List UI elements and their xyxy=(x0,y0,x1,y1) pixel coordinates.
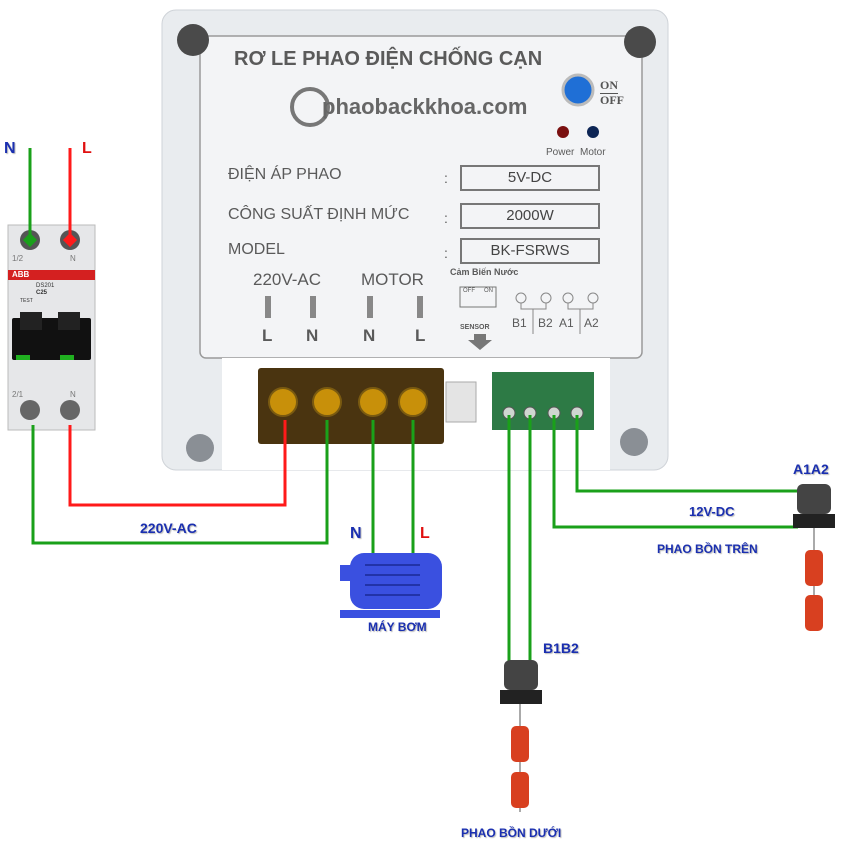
lower-float-label: PHAO BỒN DƯỚI xyxy=(461,826,562,840)
logo-icon xyxy=(290,87,330,127)
upper-float-wires xyxy=(552,415,798,529)
power-led-label: Power xyxy=(546,147,575,158)
breaker-terminal-label: 1/2 xyxy=(12,254,24,263)
mount-hole xyxy=(186,434,214,462)
float-terminal-icons xyxy=(515,292,599,334)
device-title: RƠ LE PHAO ĐIỆN CHỐNG CẠN xyxy=(234,48,543,70)
terminal-marker xyxy=(417,296,423,318)
float-terminal-label: A1 xyxy=(559,316,574,330)
input-neutral-label: N xyxy=(4,140,16,157)
logo-text: phaobackkhoa.com xyxy=(322,94,528,119)
terminal-label: N xyxy=(306,326,319,345)
spec-value: BK-FSRWS xyxy=(460,238,600,264)
supply-label: 220V-AC xyxy=(140,520,197,536)
terminal-label: L xyxy=(415,326,426,345)
pump-motor-icon xyxy=(340,553,442,618)
neutral-supply-wire xyxy=(31,420,329,545)
breaker-brand: ABB xyxy=(12,270,30,279)
terminal-label: N xyxy=(363,326,376,345)
motor-live-label: L xyxy=(420,525,430,542)
terminal-marker xyxy=(265,296,271,318)
terminal-screw xyxy=(312,387,342,417)
lower-float-wires xyxy=(507,415,532,670)
upper-float-label: PHAO BỒN TRÊN xyxy=(657,542,758,556)
sensor-connector xyxy=(445,381,477,423)
lower-float-sensor-icon xyxy=(500,660,542,812)
sensor-off: OFF xyxy=(463,288,475,294)
spec-label: CÔNG SUẤT ĐỊNH MỨC xyxy=(228,206,410,223)
mount-hole xyxy=(620,428,648,456)
terminal-screw xyxy=(268,387,298,417)
spec-value: 2000W xyxy=(460,203,600,229)
spec-label: MODEL xyxy=(228,241,285,258)
input-live-label: L xyxy=(82,140,92,157)
breaker-terminal-label: 2/1 xyxy=(12,390,24,399)
motor-led xyxy=(587,126,599,138)
terminal-marker xyxy=(310,296,316,318)
breaker-rating: C25 xyxy=(36,290,48,296)
terminal-marker xyxy=(367,296,373,318)
terminal-screw xyxy=(358,387,388,417)
float-terminal-label: B1 xyxy=(512,316,527,330)
motor-led-label: Motor xyxy=(580,147,606,158)
breaker-terminal-label: N xyxy=(70,390,76,399)
mount-hole xyxy=(177,24,209,56)
motor-wires xyxy=(371,420,415,565)
switch-on-label: ON xyxy=(600,78,618,94)
breaker-terminal-label: N xyxy=(70,254,76,263)
sensor-on: ON xyxy=(484,288,493,294)
sensor-label: SENSOR xyxy=(460,324,490,331)
circuit-breaker xyxy=(7,224,96,431)
mount-hole xyxy=(624,26,656,58)
motor-neutral-label: N xyxy=(350,525,362,542)
on-off-button[interactable] xyxy=(561,73,595,107)
upper-voltage-label: 12V-DC xyxy=(689,504,735,519)
arrow-down-icon xyxy=(468,334,492,350)
terminal-label: L xyxy=(262,326,273,345)
pump-label: MÁY BƠM xyxy=(368,620,427,634)
spec-sep: : xyxy=(444,245,448,261)
upper-float-id: A1A2 xyxy=(793,461,829,477)
live-supply-wire xyxy=(68,420,287,507)
float-terminal-label: A2 xyxy=(584,316,599,330)
float-terminal-label: B2 xyxy=(538,316,553,330)
sensor-switch-icon xyxy=(459,286,497,308)
upper-float-sensor-icon xyxy=(793,484,835,631)
spec-label: ĐIỆN ÁP PHAO xyxy=(228,166,342,183)
sensor-title: Cảm Biến Nước xyxy=(450,267,519,277)
breaker-model: DS201 xyxy=(36,283,55,289)
lower-float-id: B1B2 xyxy=(543,640,579,656)
spec-sep: : xyxy=(444,170,448,186)
power-group-label: 220V-AC xyxy=(253,270,322,289)
power-led xyxy=(557,126,569,138)
breaker-test-button[interactable]: TEST xyxy=(20,298,33,304)
switch-off-label: OFF xyxy=(600,93,624,107)
terminal-screw xyxy=(398,387,428,417)
spec-value: 5V-DC xyxy=(460,165,600,191)
spec-sep: : xyxy=(444,210,448,226)
float-terminal-block xyxy=(492,372,594,430)
power-terminal-block xyxy=(258,368,444,444)
motor-group-label: MOTOR xyxy=(361,270,424,289)
